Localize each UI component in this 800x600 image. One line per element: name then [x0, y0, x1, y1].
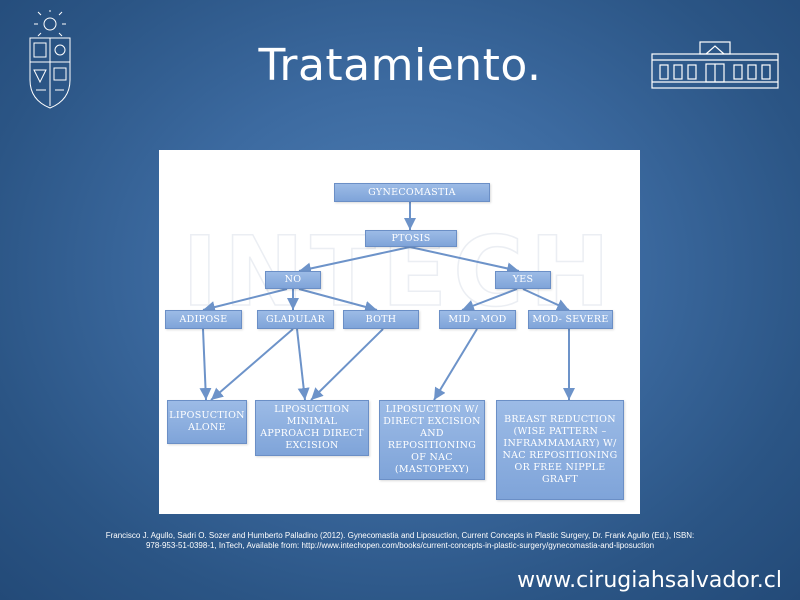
node-yes: YES [495, 271, 551, 289]
node-mod-severe: MOD- SEVERE [528, 310, 613, 329]
arrow-both-minimal [310, 328, 384, 401]
arrow-ptosis-yes [409, 246, 520, 275]
citation-line-1: Francisco J. Agullo, Sadri O. Sozer and … [105, 531, 695, 540]
node-gladular: GLADULAR [257, 310, 334, 329]
arrow-gladular-minimal [296, 328, 310, 401]
citation-line-2: 978-953-51-0398-1, InTech, Available fro… [145, 541, 655, 550]
arrow-gladular-alone [210, 328, 294, 401]
treatment-flowchart: INTECH GYNECOMASTIA PTOSIS NO YES ADIPOS… [159, 150, 640, 514]
node-breast-reduction: BREAST REDUCTION (WISE PATTERN – INFRAMM… [496, 400, 624, 500]
hospital-building-logo [650, 40, 780, 90]
node-mid-mod: MID - MOD [439, 310, 516, 329]
arrow-adipose-alone [199, 328, 212, 401]
node-both: BOTH [343, 310, 419, 329]
university-crest-logo [22, 10, 78, 110]
arrow-no-both [298, 288, 378, 313]
node-liposuction-direct-excision: LIPOSUCTION W/ DIRECT EXCISION AND REPOS… [379, 400, 485, 480]
arrow-no-adipose [202, 288, 288, 313]
node-liposuction-minimal-approach: LIPOSUCTION MINIMAL APPROACH DIRECT EXCI… [255, 400, 369, 456]
footer-url: www.cirugiahsalvador.cl [517, 568, 782, 593]
arrow-yes-modsevere [522, 288, 570, 311]
node-adipose: ADIPOSE [165, 310, 242, 329]
citation: Francisco J. Agullo, Sadri O. Sozer and … [40, 531, 760, 551]
node-no: NO [265, 271, 321, 289]
node-gynecomastia: GYNECOMASTIA [334, 183, 490, 202]
slide-title: Tratamiento. [258, 40, 542, 91]
node-ptosis: PTOSIS [365, 230, 457, 247]
arrow-midmod-direct [433, 328, 478, 401]
arrow-yes-midmod [461, 288, 518, 312]
arrow-ptosis-no [298, 246, 411, 275]
node-liposuction-alone: LIPOSUCTION ALONE [167, 400, 247, 444]
